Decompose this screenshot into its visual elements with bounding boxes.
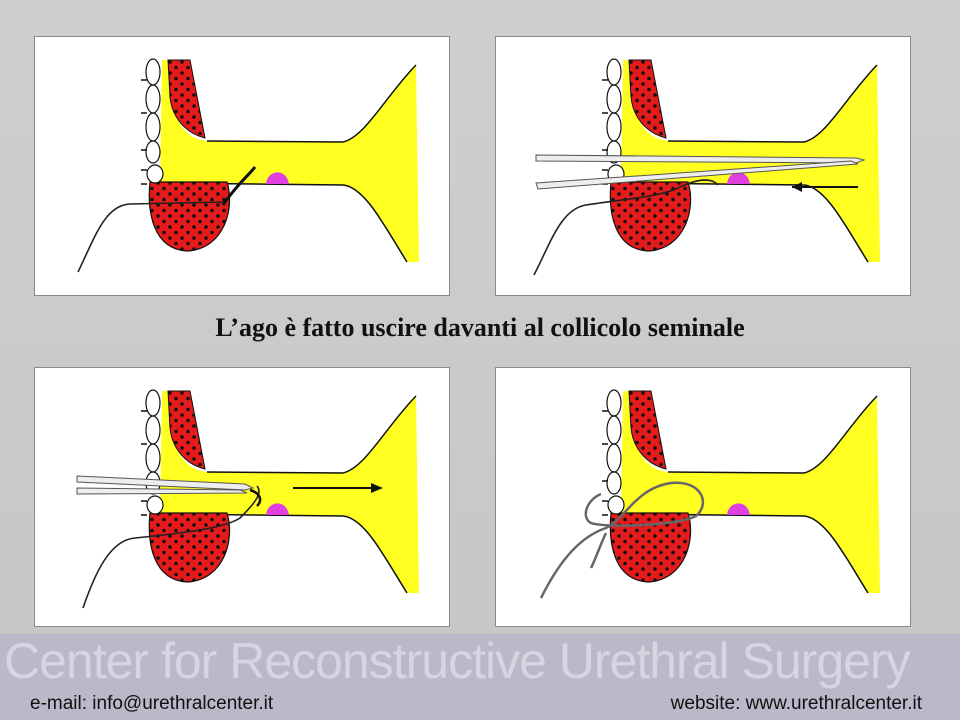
footer-website: website: www.urethralcenter.it xyxy=(670,693,922,714)
footer-banner: Center for Reconstructive Urethral Surge… xyxy=(0,634,960,720)
curved-needle xyxy=(221,166,257,206)
suture-thread xyxy=(589,532,608,569)
slide-caption: L’ago è fatto uscire davanti al collicol… xyxy=(215,313,745,342)
arrowhead-icon xyxy=(792,182,802,192)
curved-needle xyxy=(249,488,262,507)
diagram-panel-1 xyxy=(34,36,450,296)
suture-thread xyxy=(82,485,260,609)
needle-holder-icon xyxy=(76,475,255,495)
footer-email: e-mail: info@urethralcenter.it xyxy=(30,693,274,714)
suture-loop xyxy=(539,481,705,599)
diagram-panel-2 xyxy=(495,36,911,296)
arrowhead-icon xyxy=(371,483,383,493)
anatomy-illustration xyxy=(539,368,912,599)
footer-watermark: Center for Reconstructive Urethral Surge… xyxy=(4,633,911,689)
suture-thread xyxy=(533,179,719,276)
needle-holder-icon xyxy=(535,154,866,190)
anatomy-illustration xyxy=(533,37,912,276)
anatomy-illustration xyxy=(77,37,451,273)
diagram-panel-3 xyxy=(34,367,450,627)
anatomy-illustration xyxy=(76,368,451,609)
diagram-panel-4 xyxy=(495,367,911,627)
